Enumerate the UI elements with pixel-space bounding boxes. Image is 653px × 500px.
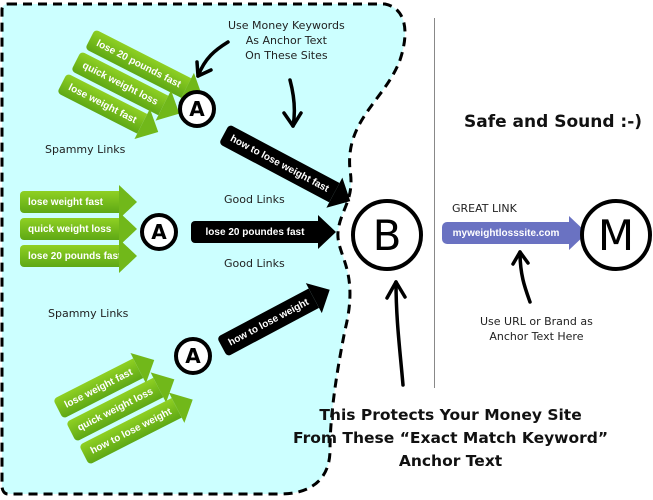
pointer-arrow-to-good-link [282, 78, 303, 128]
divider-line [434, 18, 435, 388]
spammy-arrow: lose 20 pounds fast [20, 239, 137, 273]
protected-zone [0, 2, 407, 496]
arrowhead [318, 215, 336, 249]
node-a-bottom: A [174, 337, 212, 375]
node-a-middle: A [140, 213, 178, 251]
safe-and-sound-heading: Safe and Sound :-) [464, 112, 643, 132]
arrowhead [119, 185, 137, 219]
pointer-arrow-to-a [195, 40, 230, 78]
good-links-label-top: Good Links [224, 193, 285, 206]
node-b: B [351, 199, 423, 271]
spammy-arrow: lose weight fast [20, 185, 137, 219]
good-link-arrow-middle: lose 20 poundes fast [191, 215, 336, 249]
node-m: M [580, 199, 652, 271]
pointer-arrow-to-great-link [511, 250, 532, 304]
use-url-or-brand-note: Use URL or Brand as Anchor Text Here [480, 315, 593, 343]
protects-money-site-caption: This Protects Your Money Site From These… [293, 406, 609, 470]
arrowhead [119, 212, 137, 246]
great-link-arrow: myweightlosssite.com [442, 216, 587, 250]
spammy-links-label-top: Spammy Links [45, 143, 126, 156]
arrowhead [119, 239, 137, 273]
node-a-top: A [178, 90, 216, 128]
use-money-keywords-note: Use Money Keywords As Anchor Text On The… [228, 19, 345, 62]
good-links-label-bottom: Good Links [224, 257, 285, 270]
great-link-label: GREAT LINK [452, 202, 517, 215]
spammy-arrow: quick weight loss [20, 212, 137, 246]
pointer-arrow-to-b [385, 280, 407, 387]
spammy-links-label-bottom: Spammy Links [48, 307, 129, 320]
